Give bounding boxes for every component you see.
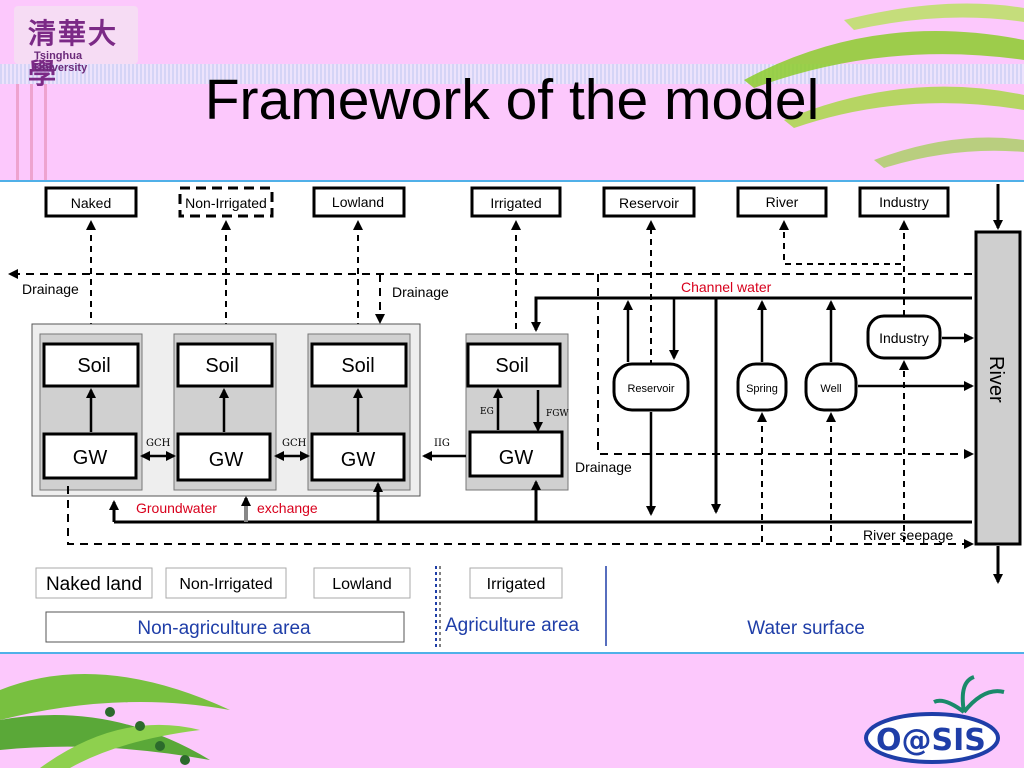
svg-text:Non-agriculture area: Non-agriculture area [137,618,311,639]
top-box-label: Lowland [332,194,384,210]
svg-text:Lowland: Lowland [332,576,392,593]
top-box-lowland: Lowland [312,186,406,218]
river-seepage-line [67,486,974,549]
top-box-industry: Industry [858,186,950,218]
decor-bar [16,84,19,180]
industry-node: Industry [866,314,942,360]
soil-box-3: Soil [310,342,408,388]
gch-label-1: GCH [146,438,171,449]
svg-text:O@SIS: O@SIS [876,723,986,758]
reservoir-node-label: Reservoir [627,383,674,395]
spring-node: Spring [736,362,788,412]
top-box-label: River [766,194,799,210]
svg-text:Non-Irrigated: Non-Irrigated [179,576,272,593]
soil-label: Soil [77,355,110,377]
gch-label-2: GCH [282,438,307,449]
land-label-naked: Naked land [35,567,153,599]
top-box-label: Reservoir [619,195,679,211]
soil-label: Soil [495,355,528,377]
decor-bar [44,84,47,180]
spring-node-label: Spring [746,383,778,395]
slide-title: Framework of the model [204,68,820,132]
river-seepage-label: River seepage [863,527,953,543]
logo-chinese-text: 清華大學 [28,17,119,90]
gw-box-2: GW [176,432,272,482]
model-framework-diagram: Naked Non-Irrigated Lowland Irrigated Re… [8,184,1022,648]
soil-label: Soil [341,355,374,377]
gw-box-1: GW [42,432,138,480]
soil-box-2: Soil [176,342,274,388]
tsinghua-logo: 清華大學 Tsinghua University [14,6,138,90]
drainage-right-path [597,274,974,459]
header-background [0,0,1024,180]
logo-english-text: Tsinghua University [34,50,88,74]
drainage-label-mid: Drainage [392,284,449,300]
soil-box-4: Soil [466,342,562,388]
arrow-to-river-top [779,220,905,316]
channel-water-line [531,296,972,332]
gw-label: GW [209,449,244,471]
gw-label: GW [499,447,534,469]
top-box-reservoir: Reservoir [602,186,696,218]
area-label-water-surface: Water surface [747,618,865,639]
area-label-agriculture: Agriculture area [445,615,580,636]
fgw-label: FGW [546,409,569,419]
reservoir-node: Reservoir [612,362,690,412]
top-box-river: River [736,186,828,218]
iig-label: IIG [434,438,450,449]
svg-text:Irrigated: Irrigated [487,576,546,593]
river-label: River [985,356,1007,403]
svg-text:Naked land: Naked land [46,574,142,595]
top-box-label: Industry [879,194,929,210]
leaf-decoration-bottom [0,674,230,768]
top-box-label: Non-Irrigated [185,195,267,211]
land-label-non-irrigated: Non-Irrigated [165,567,287,599]
exchange-label: exchange [257,500,318,516]
top-box-non-irrigated: Non-Irrigated [178,186,274,218]
gw-label: GW [73,447,108,469]
diagram-panel: Naked Non-Irrigated Lowland Irrigated Re… [0,180,1024,654]
soil-label: Soil [205,355,238,377]
top-box-label: Naked [71,195,111,211]
oasis-logo: O@SIS [864,675,1005,764]
leaf-decoration-top [744,3,1024,168]
gw-label: GW [341,449,376,471]
river-bar: River [974,184,1022,584]
top-box-irrigated: Irrigated [470,186,562,218]
decor-bar [30,84,33,180]
area-label-non-agriculture: Non-agriculture area [45,611,405,643]
top-box-naked: Naked [44,186,138,218]
channel-water-label: Channel water [681,279,772,295]
land-label-irrigated: Irrigated [469,567,563,599]
drainage-label-right: Drainage [575,459,632,475]
top-box-label: Irrigated [490,195,541,211]
soil-box-1: Soil [42,342,140,388]
drainage-label-left: Drainage [22,281,79,297]
land-label-lowland: Lowland [313,567,411,599]
gw-box-3: GW [310,432,406,482]
eg-label: EG [480,407,494,417]
groundwater-label: Groundwater [136,500,217,516]
gw-box-4: GW [468,430,564,478]
well-node: Well [804,362,858,412]
well-node-label: Well [820,383,841,395]
industry-node-label: Industry [879,330,929,346]
